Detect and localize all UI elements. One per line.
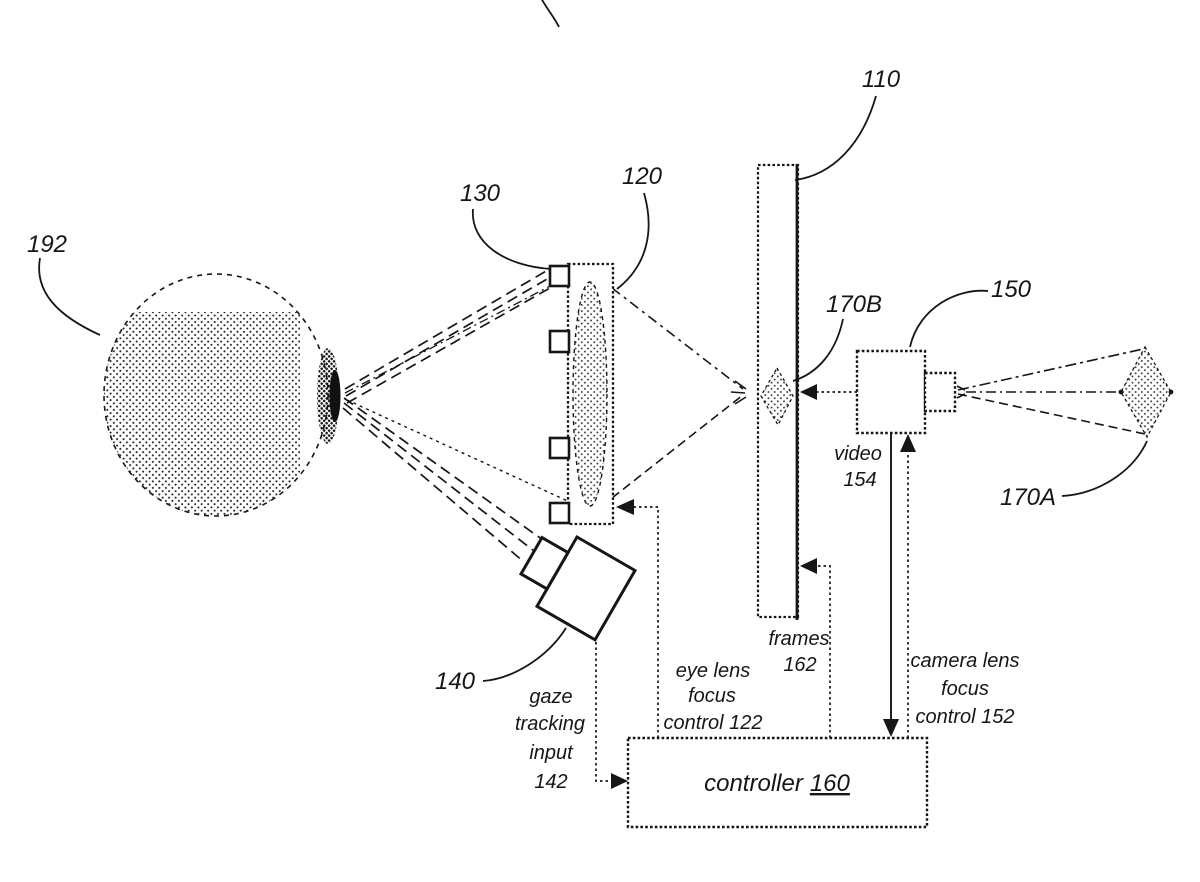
- eye-192: [103, 273, 341, 517]
- ray-eye-lens-1: [344, 266, 554, 390]
- label-170A: 170A: [1000, 484, 1056, 511]
- lens-mount-tab-1: [548, 264, 571, 288]
- connectors: [595, 391, 909, 782]
- ray-gaze-2: [343, 402, 535, 552]
- gaze-camera-140: [518, 534, 638, 642]
- eye-sclera-stipple: [104, 312, 300, 516]
- ray-camera-object-upper: [957, 348, 1144, 391]
- leader-140: [482, 627, 567, 682]
- camera-150: [855, 349, 957, 435]
- eye-lens-assembly-120: [548, 262, 615, 526]
- ray-lens-display-lower: [611, 394, 744, 499]
- camera-converge-mark-1: [956, 385, 966, 391]
- lens-element: [572, 281, 608, 507]
- label-130: 130: [460, 180, 501, 207]
- object-right-vertex-dot: [1168, 389, 1174, 395]
- ray-eye-lens-top-marginal: [344, 270, 580, 394]
- camera-to-object-rays: [956, 348, 1146, 435]
- lens-mount-tab-4: [548, 501, 571, 525]
- frames-label-line1: frames: [768, 628, 829, 650]
- ray-converge-mark-1: [734, 380, 747, 390]
- eye-lens-focus-line2: focus: [688, 685, 736, 707]
- gaze-tracking-line2: tracking: [515, 713, 585, 735]
- eye-lens-focus-line1: eye lens: [676, 660, 751, 682]
- gaze-camera-lens: [518, 535, 571, 592]
- camera-lens-focus-line2: focus: [941, 678, 989, 700]
- controller-word: controller: [704, 770, 804, 797]
- arrow-into-camera-bottom: [900, 434, 916, 452]
- arrowheads: [611, 384, 916, 789]
- leader-top-partial: [541, 0, 560, 28]
- camera-lens-focus-label: camera lens focus control 152: [911, 650, 1020, 728]
- leader-150: [909, 289, 989, 348]
- label-120: 120: [622, 163, 663, 190]
- eye-lens-focus-line3: control 122: [664, 712, 763, 734]
- virtual-object-170B: [760, 366, 794, 427]
- label-192: 192: [27, 231, 67, 258]
- ray-lens-display-upper: [611, 287, 744, 390]
- camera-lens-focus-line3: control 152: [916, 706, 1015, 728]
- video-154-label: video 154: [834, 443, 882, 491]
- camera-lens-focus-line1: camera lens: [911, 650, 1020, 672]
- ray-eye-lens-bottom-marginal: [346, 399, 573, 504]
- arrow-into-display-video: [800, 384, 817, 400]
- eye-to-gaze-camera-rays: [342, 397, 544, 563]
- label-110: 110: [862, 66, 901, 93]
- ray-gaze-3: [342, 407, 525, 563]
- ray-eye-lens-2: [345, 274, 555, 397]
- leader-170B: [792, 318, 844, 382]
- camera-lens-barrel: [923, 371, 957, 413]
- eye-stipple-fill: [104, 312, 300, 516]
- arrow-into-lens: [616, 499, 634, 515]
- gaze-tracking-line4: 142: [534, 771, 567, 793]
- object-left-vertex-dot: [1118, 389, 1124, 395]
- frames-line: [816, 565, 831, 738]
- leader-170A: [1061, 440, 1148, 497]
- video-label-line1: video: [834, 443, 882, 465]
- controller-160-box: [626, 736, 929, 829]
- pupil: [329, 370, 341, 422]
- leader-130: [472, 208, 552, 270]
- camera-converge-mark-2: [956, 393, 966, 399]
- eye-to-lens-rays: [344, 266, 580, 504]
- video-label-line2: 154: [843, 469, 876, 491]
- ray-camera-object-lower: [957, 393, 1146, 435]
- leader-120: [616, 192, 650, 290]
- arrow-into-controller-left: [611, 773, 628, 789]
- arrow-into-controller-top: [883, 719, 899, 737]
- leader-192: [38, 257, 101, 336]
- eye-lens-focus-label: eye lens focus control 122: [664, 660, 763, 734]
- label-170B: 170B: [826, 291, 882, 318]
- ray-gaze-1: [343, 397, 544, 541]
- leader-lines: [38, 0, 1148, 682]
- label-140: 140: [435, 668, 476, 695]
- gaze-tracking-line1: gaze: [529, 686, 572, 708]
- real-object-diamond: [1120, 345, 1172, 439]
- gaze-tracking-line3: input: [529, 742, 574, 764]
- ray-converge-mark-3: [734, 396, 747, 405]
- lens-mount-tab-2: [548, 329, 571, 354]
- arrow-into-display-frames: [800, 558, 817, 574]
- gaze-tracking-line: [595, 642, 612, 782]
- frames-162-label: frames 162: [768, 628, 829, 676]
- eye-lens-focus-line: [633, 506, 659, 738]
- controller-ref: 160: [810, 770, 851, 797]
- camera-body: [855, 349, 927, 435]
- leader-110: [794, 95, 877, 181]
- lens-to-display-rays: [611, 287, 747, 499]
- label-150: 150: [991, 276, 1032, 303]
- real-object-170A: [1118, 345, 1174, 439]
- ray-converge-mark-2: [730, 391, 746, 394]
- ray-eye-lens-3: [346, 283, 558, 404]
- frames-label-line2: 162: [783, 654, 816, 676]
- gaze-tracking-input-label: gaze tracking input 142: [515, 686, 585, 793]
- lens-mount-tab-3: [548, 436, 571, 460]
